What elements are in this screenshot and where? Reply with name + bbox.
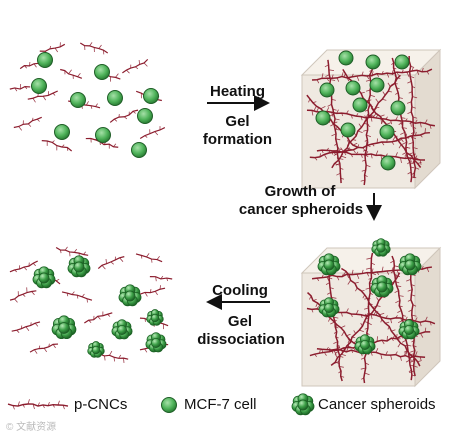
legend-cell-swatch — [161, 397, 177, 413]
pcnc-fiber — [41, 140, 73, 152]
pcnc-fiber — [79, 42, 109, 55]
cancer-spheroid — [318, 297, 340, 318]
cancer-spheroid — [354, 334, 376, 355]
gel-cube-with-cells — [300, 48, 442, 190]
mcf7-cell — [137, 108, 153, 124]
cancer-spheroid — [398, 319, 420, 340]
cancer-spheroid — [118, 284, 142, 307]
legend-spheroid-swatch — [291, 393, 315, 416]
cancer-spheroid — [371, 238, 391, 257]
watermark: © 文献资源 — [6, 422, 57, 433]
pcnc-fiber — [311, 67, 433, 84]
pcnc-fiber — [61, 291, 93, 303]
gel-cube-with-spheroids — [300, 238, 442, 388]
pcnc-fiber — [55, 246, 89, 258]
pcnc-fiber — [135, 253, 163, 263]
mcf7-cell — [94, 64, 110, 80]
legend-pcnc-label: p-CNCs — [74, 396, 128, 413]
cancer-spheroid — [145, 332, 167, 353]
pcnc-fiber — [324, 59, 345, 184]
mcf7-cell — [315, 110, 331, 126]
cancer-spheroid — [87, 341, 105, 358]
pcnc-fiber — [9, 287, 37, 303]
dispersed-pcncs-and-cells — [9, 42, 166, 158]
cancer-spheroid — [398, 253, 422, 276]
pcnc-fiber — [9, 260, 38, 273]
gel-dissociation-label-line2: dissociation — [197, 331, 285, 348]
pcnc-fiber — [99, 350, 129, 363]
cancer-spheroid — [370, 275, 394, 298]
mcf7-cell — [379, 124, 395, 140]
mcf7-cell — [369, 77, 385, 93]
cooling-label: Cooling — [212, 282, 268, 299]
cube-side-face — [414, 48, 441, 190]
dispersed-pcncs-and-spheroids — [9, 246, 173, 363]
mcf7-cell — [340, 122, 356, 138]
legend-cell-label: MCF-7 cell — [184, 396, 257, 413]
mcf7-cell — [365, 54, 381, 70]
mcf7-cell — [107, 90, 123, 106]
pcnc-fiber — [29, 343, 59, 354]
cancer-spheroid — [317, 253, 341, 276]
mcf7-cell — [338, 50, 354, 66]
pcnc-fiber — [122, 58, 149, 74]
cancer-spheroid — [111, 319, 133, 340]
mcf7-cell — [352, 97, 368, 113]
mcf7-cell — [95, 127, 111, 143]
mcf7-cell — [131, 142, 147, 158]
pcnc-fiber — [331, 74, 401, 169]
pcnc-fiber — [139, 126, 166, 139]
growth-label-line1: Growth of — [264, 183, 336, 200]
pcnc-fiber — [60, 68, 83, 79]
gel-formation-label-line1: Gel — [225, 113, 250, 130]
heating-label: Heating — [209, 83, 265, 100]
pcnc-fiber — [149, 275, 173, 282]
pcnc-fiber — [341, 267, 421, 367]
mcf7-cell — [37, 52, 53, 68]
pcnc-fiber — [109, 109, 139, 123]
cancer-spheroid — [32, 266, 56, 289]
legend-pcnc-swatch — [7, 399, 69, 410]
pcnc-fiber — [306, 291, 359, 346]
pcnc-fiber — [9, 83, 31, 92]
gel-dissociation-label-line1: Gel — [227, 313, 253, 330]
cancer-spheroid — [146, 309, 164, 326]
mcf7-cell — [319, 82, 335, 98]
mcf7-cell — [394, 54, 410, 70]
pcnc-fiber — [11, 321, 41, 333]
cancer-spheroid — [51, 315, 77, 340]
cancer-spheroid — [291, 393, 315, 416]
mcf7-cell — [54, 124, 70, 140]
mcf7-cell — [380, 155, 396, 171]
pcnc-fiber — [97, 256, 125, 270]
pcnc-fiber — [27, 90, 58, 103]
gel-formation-label-line2: formation — [202, 131, 273, 148]
mcf7-cell — [143, 88, 159, 104]
cancer-spheroid — [67, 255, 91, 278]
pcnc-fiber — [84, 311, 113, 324]
mcf7-cell — [70, 92, 86, 108]
mcf7-cell — [390, 100, 406, 116]
pcnc-fiber — [7, 399, 69, 410]
mcf7-cell — [345, 80, 361, 96]
growth-label-line2: cancer spheroids — [238, 201, 364, 218]
legend-spheroid-label: Cancer spheroids — [318, 396, 436, 413]
pcnc-fiber — [139, 285, 166, 297]
pcnc-fiber — [13, 116, 42, 131]
mcf7-cell — [31, 78, 47, 94]
